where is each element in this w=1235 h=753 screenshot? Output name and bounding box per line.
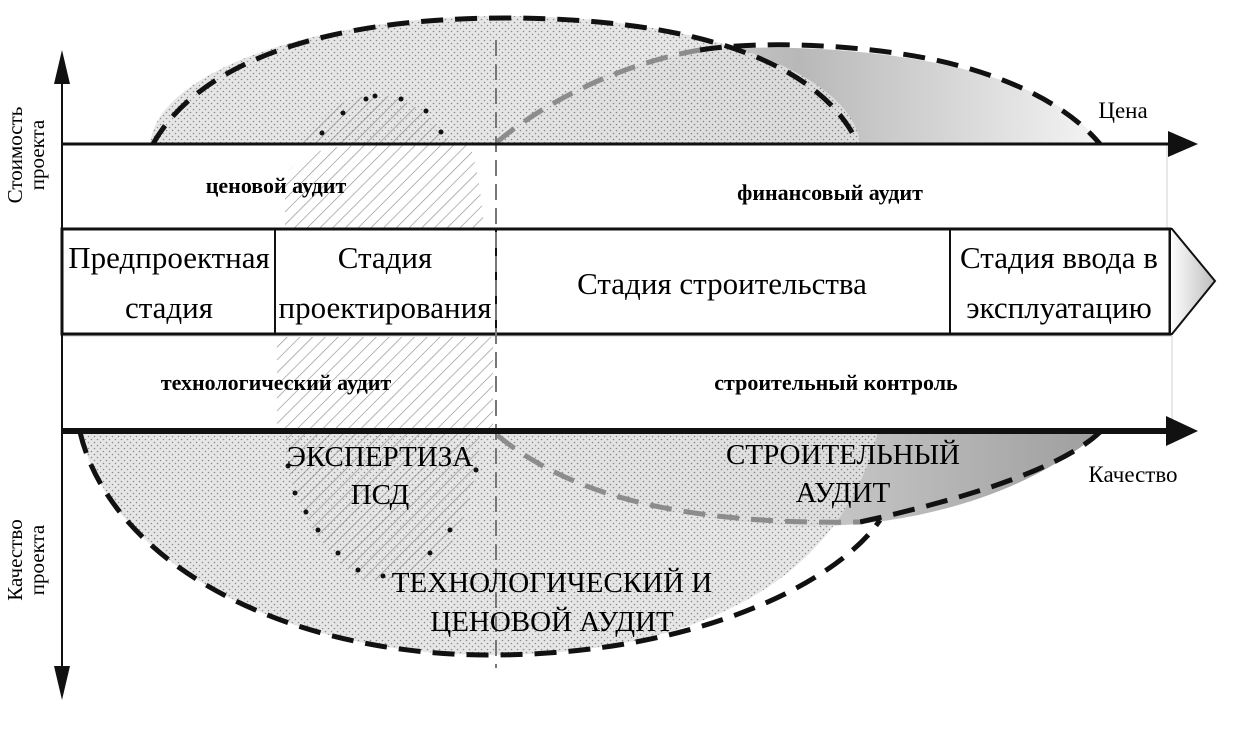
construction-audit-outline	[859, 432, 1102, 525]
quality-axis-label-line2: проекта	[25, 524, 49, 595]
design-stage-line1: Стадия	[338, 240, 433, 275]
construction-control-label: строительный контроль	[714, 370, 958, 395]
quality-axis-arrow	[1166, 416, 1198, 446]
cost-axis-label-line2: проекта	[25, 119, 49, 190]
quality-arrow-label: Качество	[1088, 462, 1177, 487]
price-ellipse-outline	[150, 15, 861, 144]
finance-curve-grey	[495, 47, 701, 144]
design-hatch-top	[297, 95, 452, 144]
commissioning-stage-line1: Стадия ввода в	[960, 240, 1158, 275]
price-axis-arrow	[1168, 131, 1198, 157]
quality-axis-label-line1: Качество	[3, 519, 27, 600]
design-hatch-upper-band	[285, 145, 484, 228]
vertical-axis-arrow-up	[54, 50, 70, 84]
tech-price-ellipse	[80, 432, 878, 655]
tech-price-audit-label-line1: ТЕХНОЛОГИЧЕСКИЙ И	[392, 567, 713, 599]
expertise-label-line1: ЭКСПЕРТИЗА	[287, 441, 473, 473]
design-hatch-lower-band	[277, 337, 493, 430]
price-audit-label: ценовой аудит	[206, 173, 347, 198]
design-stage-line2: проектирования	[279, 290, 492, 325]
quality-curve-grey	[495, 433, 861, 525]
construction-audit-label-line1: СТРОИТЕЛЬНЫЙ	[726, 439, 960, 471]
lower-audit-band	[61, 335, 1173, 431]
technological-audit-label: технологический аудит	[161, 370, 392, 395]
upper-audit-band	[61, 143, 1168, 229]
tech-price-audit-label-line2: ЦЕНОВОЙ АУДИТ	[430, 606, 674, 638]
finance-lens-outline	[699, 42, 1102, 144]
commissioning-stage-line2: эксплуатацию	[966, 290, 1152, 325]
construction-audit-label-line2: АУДИТ	[796, 477, 891, 509]
price-axis-label: Цена	[1098, 98, 1147, 123]
stage-row-arrow	[1169, 228, 1217, 335]
tech-price-ellipse-outline	[77, 432, 883, 658]
financial-audit-label: финансовый аудит	[737, 180, 923, 205]
construction-stage-label: Стадия строительства	[577, 266, 867, 301]
design-dot-markers-top	[319, 93, 477, 198]
expertise-label-line2: ПСД	[351, 479, 410, 511]
vertical-axis-arrow-down	[54, 666, 70, 700]
design-hatch-bottom	[285, 432, 480, 580]
cost-axis-label-line1: Стоимость	[3, 107, 27, 204]
pre-design-stage-line1: Предпроектная	[68, 240, 270, 275]
pre-design-stage-line2: стадия	[125, 290, 213, 325]
stage-row	[60, 227, 1172, 336]
